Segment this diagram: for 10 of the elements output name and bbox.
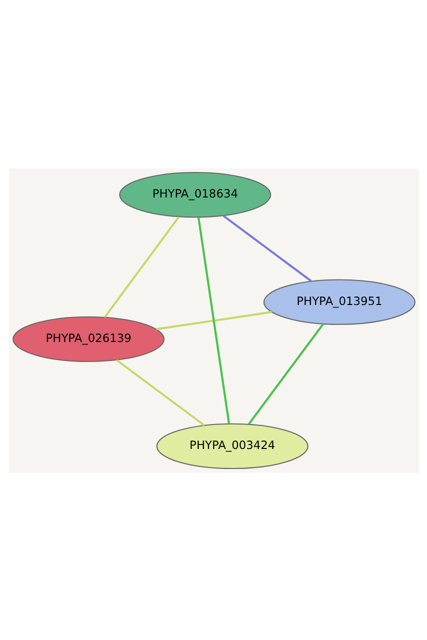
node-ellipse: PHYPA_003424 [156, 422, 308, 469]
connector [196, 216, 230, 424]
node-ellipse: PHYPA_026139 [12, 316, 164, 362]
node-ellipse: PHYPA_013951 [262, 278, 415, 324]
node-ellipse: PHYPA_018634 [118, 171, 271, 218]
connector [155, 310, 272, 330]
connector [103, 216, 180, 318]
connector [222, 214, 312, 282]
connector [116, 358, 204, 426]
connector [247, 322, 324, 424]
